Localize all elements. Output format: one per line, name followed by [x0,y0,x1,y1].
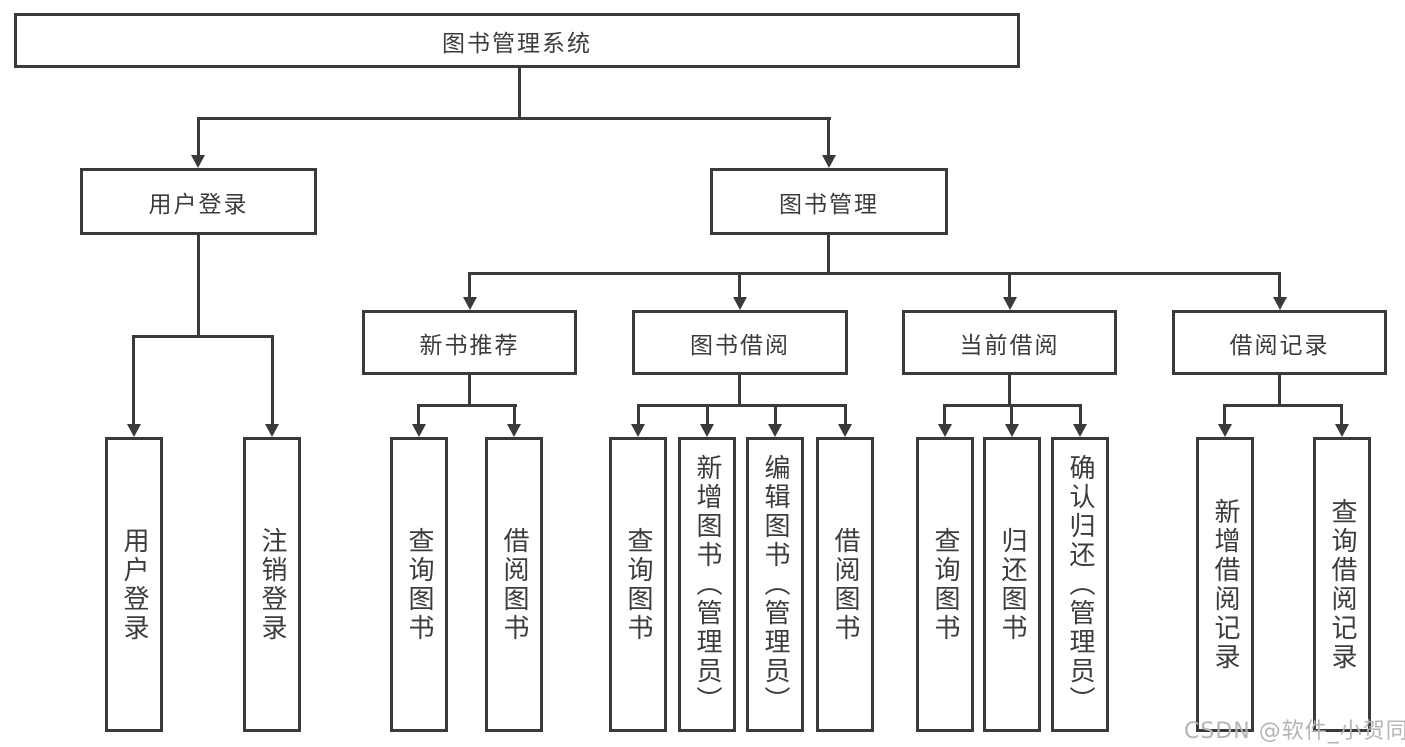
connector-level1-hbar [197,117,831,120]
node-label: 图书管理系统 [442,30,592,57]
connector-to-current-borrow [1008,272,1011,298]
arrow-down-icon [463,297,477,310]
connector-to-leaf [637,404,640,425]
leaf-label: 确认归还（管理员） [1065,454,1095,715]
leaf-user-login: 用户登录 [105,437,163,732]
leaf-label: 编辑图书（管理员） [760,454,790,715]
connector-book-management-drop [827,233,830,274]
node-label: 借阅记录 [1229,332,1330,359]
connector-to-leaf [774,404,777,425]
leaf-confirm-return-admin: 确认归还（管理员） [1051,437,1109,732]
leaf-borrow-books: 借阅图书 [816,437,874,732]
leaf-borrow-books-recommend: 借阅图书 [485,437,543,732]
connector-level2-hbar [468,272,1281,275]
arrow-down-icon [127,424,141,437]
leaf-label: 查询图书 [623,526,653,643]
connector-new-book-drop [468,373,471,407]
arrow-down-icon [822,155,836,168]
connector-to-user-login [197,117,200,156]
leaf-query-books-borrow: 查询图书 [609,437,667,732]
connector-to-leaf [1079,404,1082,425]
arrow-down-icon [412,424,426,437]
arrow-down-icon [768,424,782,437]
leaf-add-books-admin: 新增图书（管理员） [678,437,736,732]
connector-to-book-management [827,117,830,156]
arrow-down-icon [1005,424,1019,437]
connector-to-leaf [706,404,709,425]
node-label: 图书管理 [779,191,879,218]
leaf-label: 查询借阅记录 [1327,497,1357,672]
arrow-down-icon [1003,297,1017,310]
leaf-label: 归还图书 [997,526,1027,643]
connector-to-new-book [468,272,471,298]
leaf-label: 借阅图书 [830,526,860,643]
connector-user-login-drop [197,233,200,337]
leaf-add-borrow-record: 新增借阅记录 [1196,437,1254,732]
connector-root-drop [518,66,521,118]
node-book-management: 图书管理 [710,168,948,235]
connector-to-leaf [132,335,135,425]
leaf-label: 注销登录 [257,526,287,643]
connector-to-leaf [943,404,946,425]
leaf-query-books-recommend: 查询图书 [390,437,448,732]
arrow-down-icon [700,424,714,437]
leaf-label: 用户登录 [119,526,149,643]
connector-to-leaf [1223,404,1226,425]
node-new-book-recommend: 新书推荐 [362,310,577,375]
arrow-down-icon [1273,297,1287,310]
leaf-label: 新增借阅记录 [1210,497,1240,672]
node-book-borrow: 图书借阅 [632,310,848,375]
connector-book-borrow-drop [738,373,741,407]
node-label: 图书借阅 [690,332,790,359]
connector-to-leaf [513,404,516,425]
connector-to-leaf [1340,404,1343,425]
connector-to-book-borrow [738,272,741,298]
connector-book-borrow-hbar [637,404,847,407]
leaf-edit-books-admin: 编辑图书（管理员） [746,437,804,732]
leaf-label: 借阅图书 [499,526,529,643]
leaf-logout: 注销登录 [243,437,301,732]
csdn-watermark: CSDN @软件_小贺同学 [1184,719,1405,744]
connector-to-leaf [271,335,274,425]
leaf-label: 新增图书（管理员） [692,454,722,715]
node-user-login: 用户登录 [80,168,317,235]
arrow-down-icon [1218,424,1232,437]
leaf-query-borrow-record: 查询借阅记录 [1313,437,1371,732]
node-borrow-records: 借阅记录 [1172,310,1387,375]
connector-to-leaf [1010,404,1013,425]
connector-new-book-hbar [417,404,517,407]
arrow-down-icon [1073,424,1087,437]
leaf-label: 查询图书 [404,526,434,643]
node-label: 用户登录 [148,191,249,218]
connector-user-login-hbar [132,335,274,338]
node-library-management-system: 图书管理系统 [14,13,1020,68]
node-label: 当前借阅 [959,332,1060,359]
connector-to-borrow-records [1278,272,1281,298]
arrow-down-icon [265,424,279,437]
arrow-down-icon [1335,424,1349,437]
arrow-down-icon [507,424,521,437]
node-current-borrow: 当前借阅 [902,310,1117,375]
arrow-down-icon [838,424,852,437]
arrow-down-icon [733,297,747,310]
node-label: 新书推荐 [419,332,520,359]
arrow-down-icon [631,424,645,437]
connector-current-borrow-drop [1008,373,1011,407]
connector-to-leaf [417,404,420,425]
leaf-return-books: 归还图书 [983,437,1041,732]
arrow-down-icon [938,424,952,437]
connector-borrow-records-hbar [1223,404,1343,407]
connector-to-leaf [844,404,847,425]
connector-borrow-records-drop [1278,373,1281,407]
leaf-label: 查询图书 [930,526,960,643]
leaf-query-books-current: 查询图书 [916,437,974,732]
arrow-down-icon [191,155,205,168]
